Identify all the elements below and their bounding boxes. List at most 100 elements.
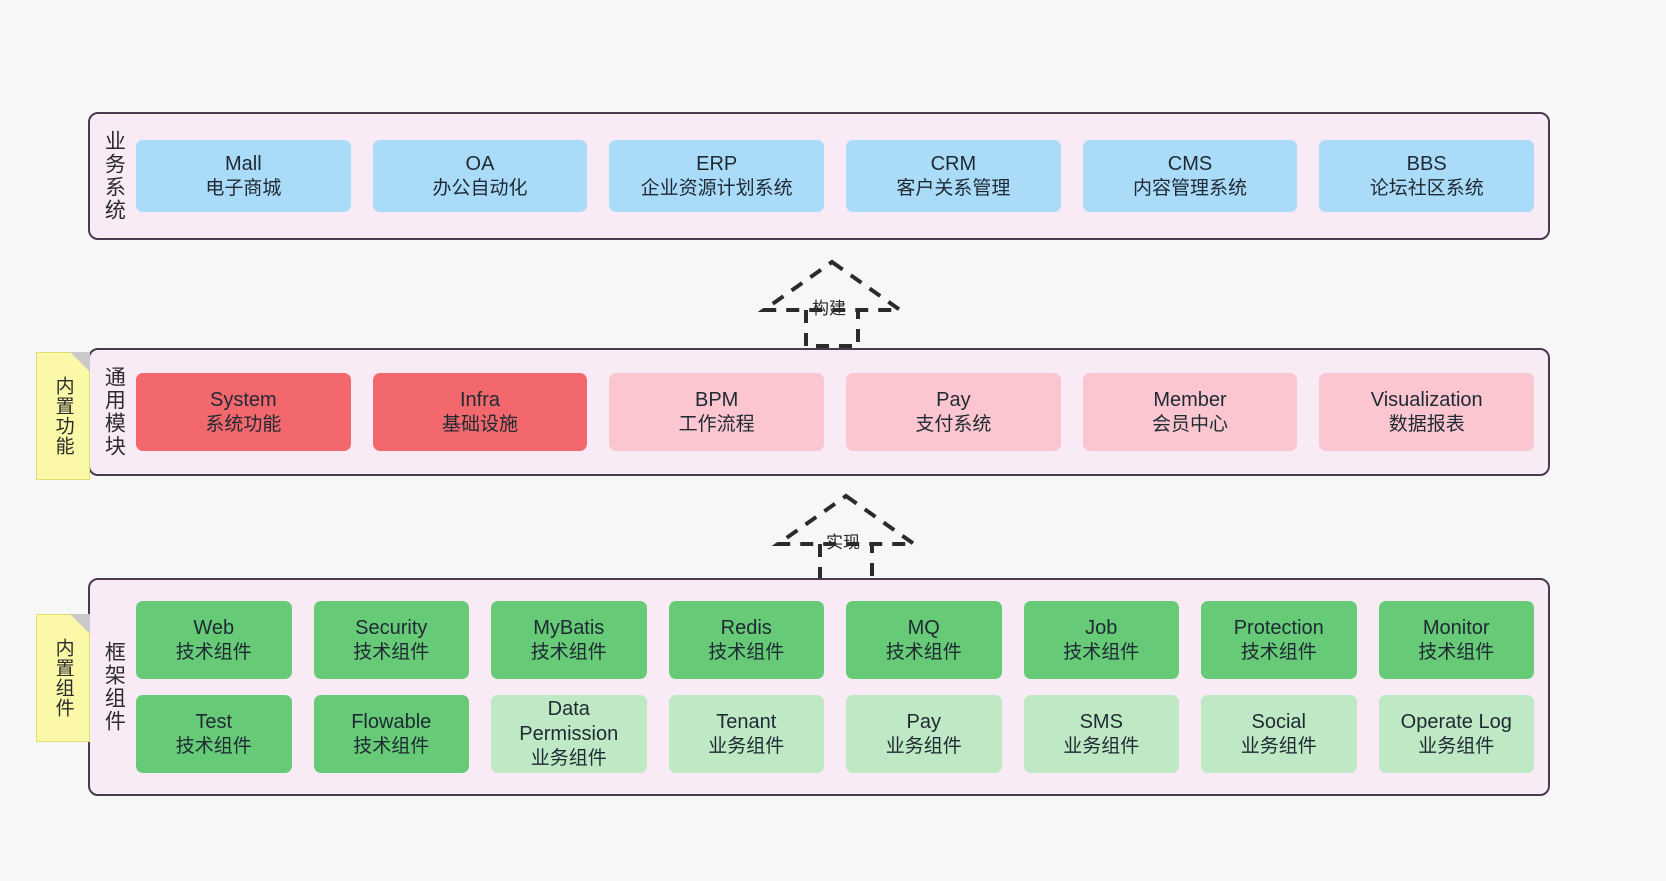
- connector-label-build: 构建: [812, 299, 846, 318]
- module-desc: 技术组件: [1418, 641, 1495, 663]
- module-name: Visualization: [1370, 388, 1483, 411]
- module-box-test[interactable]: Test 技术组件: [136, 695, 292, 773]
- module-box-protection[interactable]: Protection 技术组件: [1201, 601, 1357, 679]
- module-desc: 技术组件: [353, 641, 430, 663]
- module-box-bpm[interactable]: BPM 工作流程: [609, 373, 825, 451]
- module-box-monitor[interactable]: Monitor 技术组件: [1378, 601, 1534, 679]
- module-name: Flowable: [351, 710, 432, 733]
- module-box-member[interactable]: Member 会员中心: [1082, 373, 1298, 451]
- module-box-mybatis[interactable]: MyBatis 技术组件: [491, 601, 647, 679]
- module-desc: 客户关系管理: [896, 177, 1011, 199]
- module-box-security[interactable]: Security 技术组件: [313, 601, 469, 679]
- module-desc: 支付系统: [915, 413, 992, 435]
- box-rows: Web 技术组件 Security 技术组件 MyBatis 技术组件 Redi…: [136, 601, 1534, 773]
- layer-title-framework: 框架组件: [102, 641, 126, 733]
- module-name: Member: [1153, 388, 1227, 411]
- module-desc: 技术组件: [175, 735, 252, 757]
- module-desc: 数据报表: [1388, 413, 1465, 435]
- box-row: System 系统功能 Infra 基础设施 BPM 工作流程 Pay 支付系统…: [136, 373, 1535, 451]
- module-desc: 企业资源计划系统: [640, 177, 793, 199]
- module-name: Monitor: [1422, 616, 1490, 639]
- module-desc: 技术组件: [175, 641, 252, 663]
- module-desc: 业务组件: [1240, 735, 1317, 757]
- layer-common-modules: 通用模块 System 系统功能 Infra 基础设施 BPM 工作流程 Pay…: [88, 348, 1550, 476]
- module-box-pay[interactable]: Pay 支付系统: [846, 373, 1061, 451]
- connector-implement-arrow: 实现: [766, 490, 926, 582]
- module-name: OA: [465, 152, 495, 175]
- module-name: Protection: [1233, 616, 1324, 639]
- module-desc: 论坛社区系统: [1369, 177, 1484, 199]
- module-desc: 技术组件: [1240, 641, 1317, 663]
- box-row-business: Test 技术组件 Flowable 技术组件 Data Permission …: [136, 695, 1534, 773]
- module-box-visualization[interactable]: Visualization 数据报表: [1319, 373, 1535, 451]
- layer-title-common: 通用模块: [102, 366, 126, 458]
- module-box-redis[interactable]: Redis 技术组件: [668, 601, 824, 679]
- module-box-erp[interactable]: ERP 企业资源计划系统: [609, 140, 825, 212]
- module-box-operate-log[interactable]: Operate Log 业务组件: [1378, 695, 1534, 773]
- module-name: Redis: [720, 616, 772, 639]
- sticky-note-builtin-function: 内置功能: [36, 352, 90, 480]
- sticky-note-label: 内置组件: [52, 638, 74, 718]
- module-box-system[interactable]: System 系统功能: [136, 373, 351, 451]
- module-name: CRM: [930, 152, 977, 175]
- module-name: Tenant: [716, 710, 777, 733]
- module-desc: 业务组件: [1418, 735, 1495, 757]
- dashed-generalization-arrow-icon: [771, 493, 921, 582]
- layer-title-business: 业务系统: [102, 130, 126, 222]
- module-name: Pay: [906, 710, 941, 733]
- module-desc: 业务组件: [885, 735, 962, 757]
- module-box-flowable[interactable]: Flowable 技术组件: [313, 695, 469, 773]
- box-row-technical: Web 技术组件 Security 技术组件 MyBatis 技术组件 Redi…: [136, 601, 1534, 679]
- module-name: MQ: [907, 616, 940, 639]
- module-name: Web: [193, 616, 235, 639]
- module-box-cms[interactable]: CMS 内容管理系统: [1082, 140, 1298, 212]
- layer-body-common: System 系统功能 Infra 基础设施 BPM 工作流程 Pay 支付系统…: [136, 350, 1548, 474]
- module-name: Mall: [225, 152, 262, 175]
- connector-build-arrow: 构建: [752, 256, 912, 348]
- module-box-mall[interactable]: Mall 电子商城: [136, 140, 351, 212]
- module-name: ERP: [696, 152, 738, 175]
- module-name: BPM: [695, 388, 739, 411]
- module-box-job[interactable]: Job 技术组件: [1023, 601, 1179, 679]
- module-desc: 工作流程: [678, 413, 755, 435]
- module-box-mq[interactable]: MQ 技术组件: [846, 601, 1002, 679]
- module-desc: 会员中心: [1152, 413, 1229, 435]
- module-desc: 业务组件: [530, 748, 607, 770]
- module-desc: 技术组件: [1063, 641, 1140, 663]
- module-box-sms[interactable]: SMS 业务组件: [1023, 695, 1179, 773]
- module-name: Test: [195, 710, 233, 733]
- dashed-generalization-arrow-icon: [757, 259, 907, 348]
- module-desc: 基础设施: [442, 413, 519, 435]
- module-desc: 业务组件: [1063, 735, 1140, 757]
- module-name: Security: [355, 616, 428, 639]
- module-box-tenant[interactable]: Tenant 业务组件: [668, 695, 824, 773]
- sticky-note-builtin-component: 内置组件: [36, 614, 90, 742]
- module-desc: 办公自动化: [432, 177, 528, 199]
- sticky-note-label: 内置功能: [52, 376, 74, 456]
- module-box-oa[interactable]: OA 办公自动化: [372, 140, 588, 212]
- layer-body-framework: Web 技术组件 Security 技术组件 MyBatis 技术组件 Redi…: [136, 580, 1548, 794]
- module-name: Job: [1085, 616, 1118, 639]
- module-name: Pay: [936, 388, 971, 411]
- module-box-data-permission[interactable]: Data Permission 业务组件: [491, 695, 647, 773]
- module-desc: 技术组件: [353, 735, 430, 757]
- module-name: System: [209, 388, 277, 411]
- module-desc: 技术组件: [885, 641, 962, 663]
- module-box-social[interactable]: Social 业务组件: [1201, 695, 1357, 773]
- module-box-infra[interactable]: Infra 基础设施: [372, 373, 588, 451]
- module-box-web[interactable]: Web 技术组件: [136, 601, 292, 679]
- module-desc: 业务组件: [708, 735, 785, 757]
- module-name: BBS: [1406, 152, 1447, 175]
- module-name: SMS: [1079, 710, 1123, 733]
- module-name: CMS: [1167, 152, 1213, 175]
- module-name: Operate Log: [1400, 710, 1512, 733]
- module-box-bbs[interactable]: BBS 论坛社区系统: [1319, 140, 1535, 212]
- module-desc: 内容管理系统: [1133, 177, 1248, 199]
- module-box-crm[interactable]: CRM 客户关系管理: [846, 140, 1061, 212]
- layer-framework-components: 框架组件 Web 技术组件 Security 技术组件 MyBatis 技术组件: [88, 578, 1550, 796]
- module-box-pay-business[interactable]: Pay 业务组件: [846, 695, 1002, 773]
- module-desc: 系统功能: [205, 413, 282, 435]
- connector-label-implement: 实现: [826, 533, 860, 552]
- module-name: MyBatis: [533, 616, 605, 639]
